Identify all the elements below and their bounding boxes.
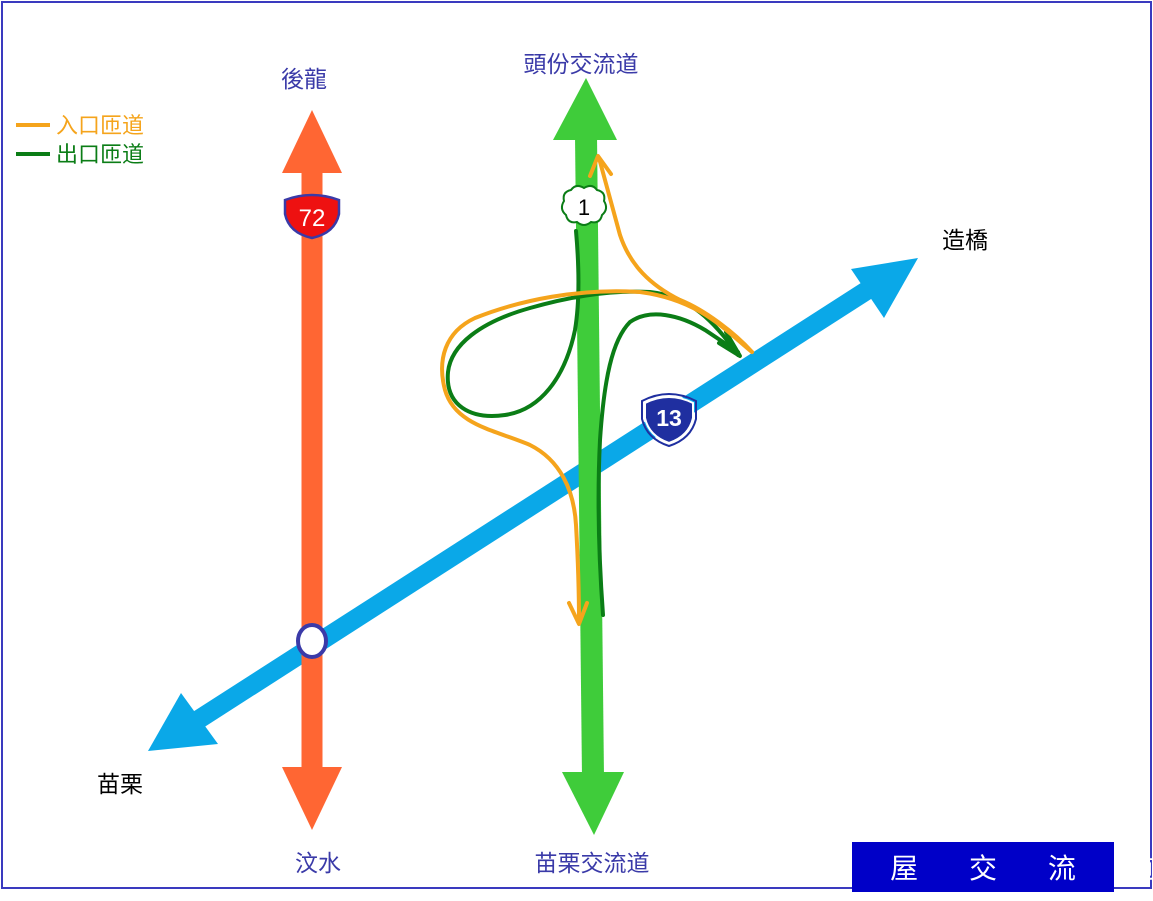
label-toufen-interchange: 頭份交流道	[524, 52, 639, 78]
route-72-badge: 72	[283, 193, 341, 240]
freeway-1-badge-number: 1	[578, 195, 590, 220]
route-72-south-arrowhead	[282, 767, 342, 830]
route-72-badge-number: 72	[299, 205, 326, 232]
junction-circle-icon	[296, 623, 328, 659]
route-13-road	[148, 258, 918, 751]
route-13-west-arrowhead	[148, 693, 218, 751]
entrance-ramps	[440, 154, 754, 626]
provincial-highway-shield-icon	[283, 193, 341, 240]
interchange-title-box: 頭 屋 交 流 道	[811, 841, 1153, 892]
entrance-ramp-north	[597, 156, 754, 354]
freeway-1-road	[553, 78, 624, 835]
label-miaoli-interchange: 苗栗交流道	[535, 851, 650, 877]
label-houlong: 後龍	[281, 67, 327, 93]
exit-ramp-arrowhead	[717, 330, 742, 358]
freeway-1-north-arrowhead	[553, 78, 617, 140]
entrance-ramp-loop	[440, 289, 754, 624]
entrance-ramp-south-arrowhead	[567, 601, 589, 626]
provincial-highway-shield-icon	[644, 396, 694, 445]
label-zaoqiao: 造橋	[942, 228, 988, 254]
interchange-title: 頭 屋 交 流 道	[811, 852, 1153, 885]
label-miaoli: 苗栗	[97, 772, 143, 798]
route-72-north-arrowhead	[282, 110, 342, 173]
route-13-badge-number: 13	[656, 405, 682, 431]
legend: 入口匝道 出口匝道	[16, 114, 144, 168]
national-freeway-plum-blossom-icon	[560, 184, 608, 226]
entrance-ramp-north-arrowhead	[588, 154, 613, 178]
exit-ramp-south	[596, 312, 740, 617]
legend-exit-label: 出口匝道	[56, 143, 144, 168]
legend-entrance-label: 入口匝道	[56, 114, 144, 139]
route-13-east-arrowhead	[851, 258, 918, 318]
freeway-1-badge: 1	[560, 184, 608, 226]
freeway-1-south-arrowhead	[562, 772, 624, 835]
route-72-road	[282, 110, 342, 830]
label-wenshui: 汶水	[295, 851, 341, 877]
route-13-badge: 13	[641, 393, 697, 448]
